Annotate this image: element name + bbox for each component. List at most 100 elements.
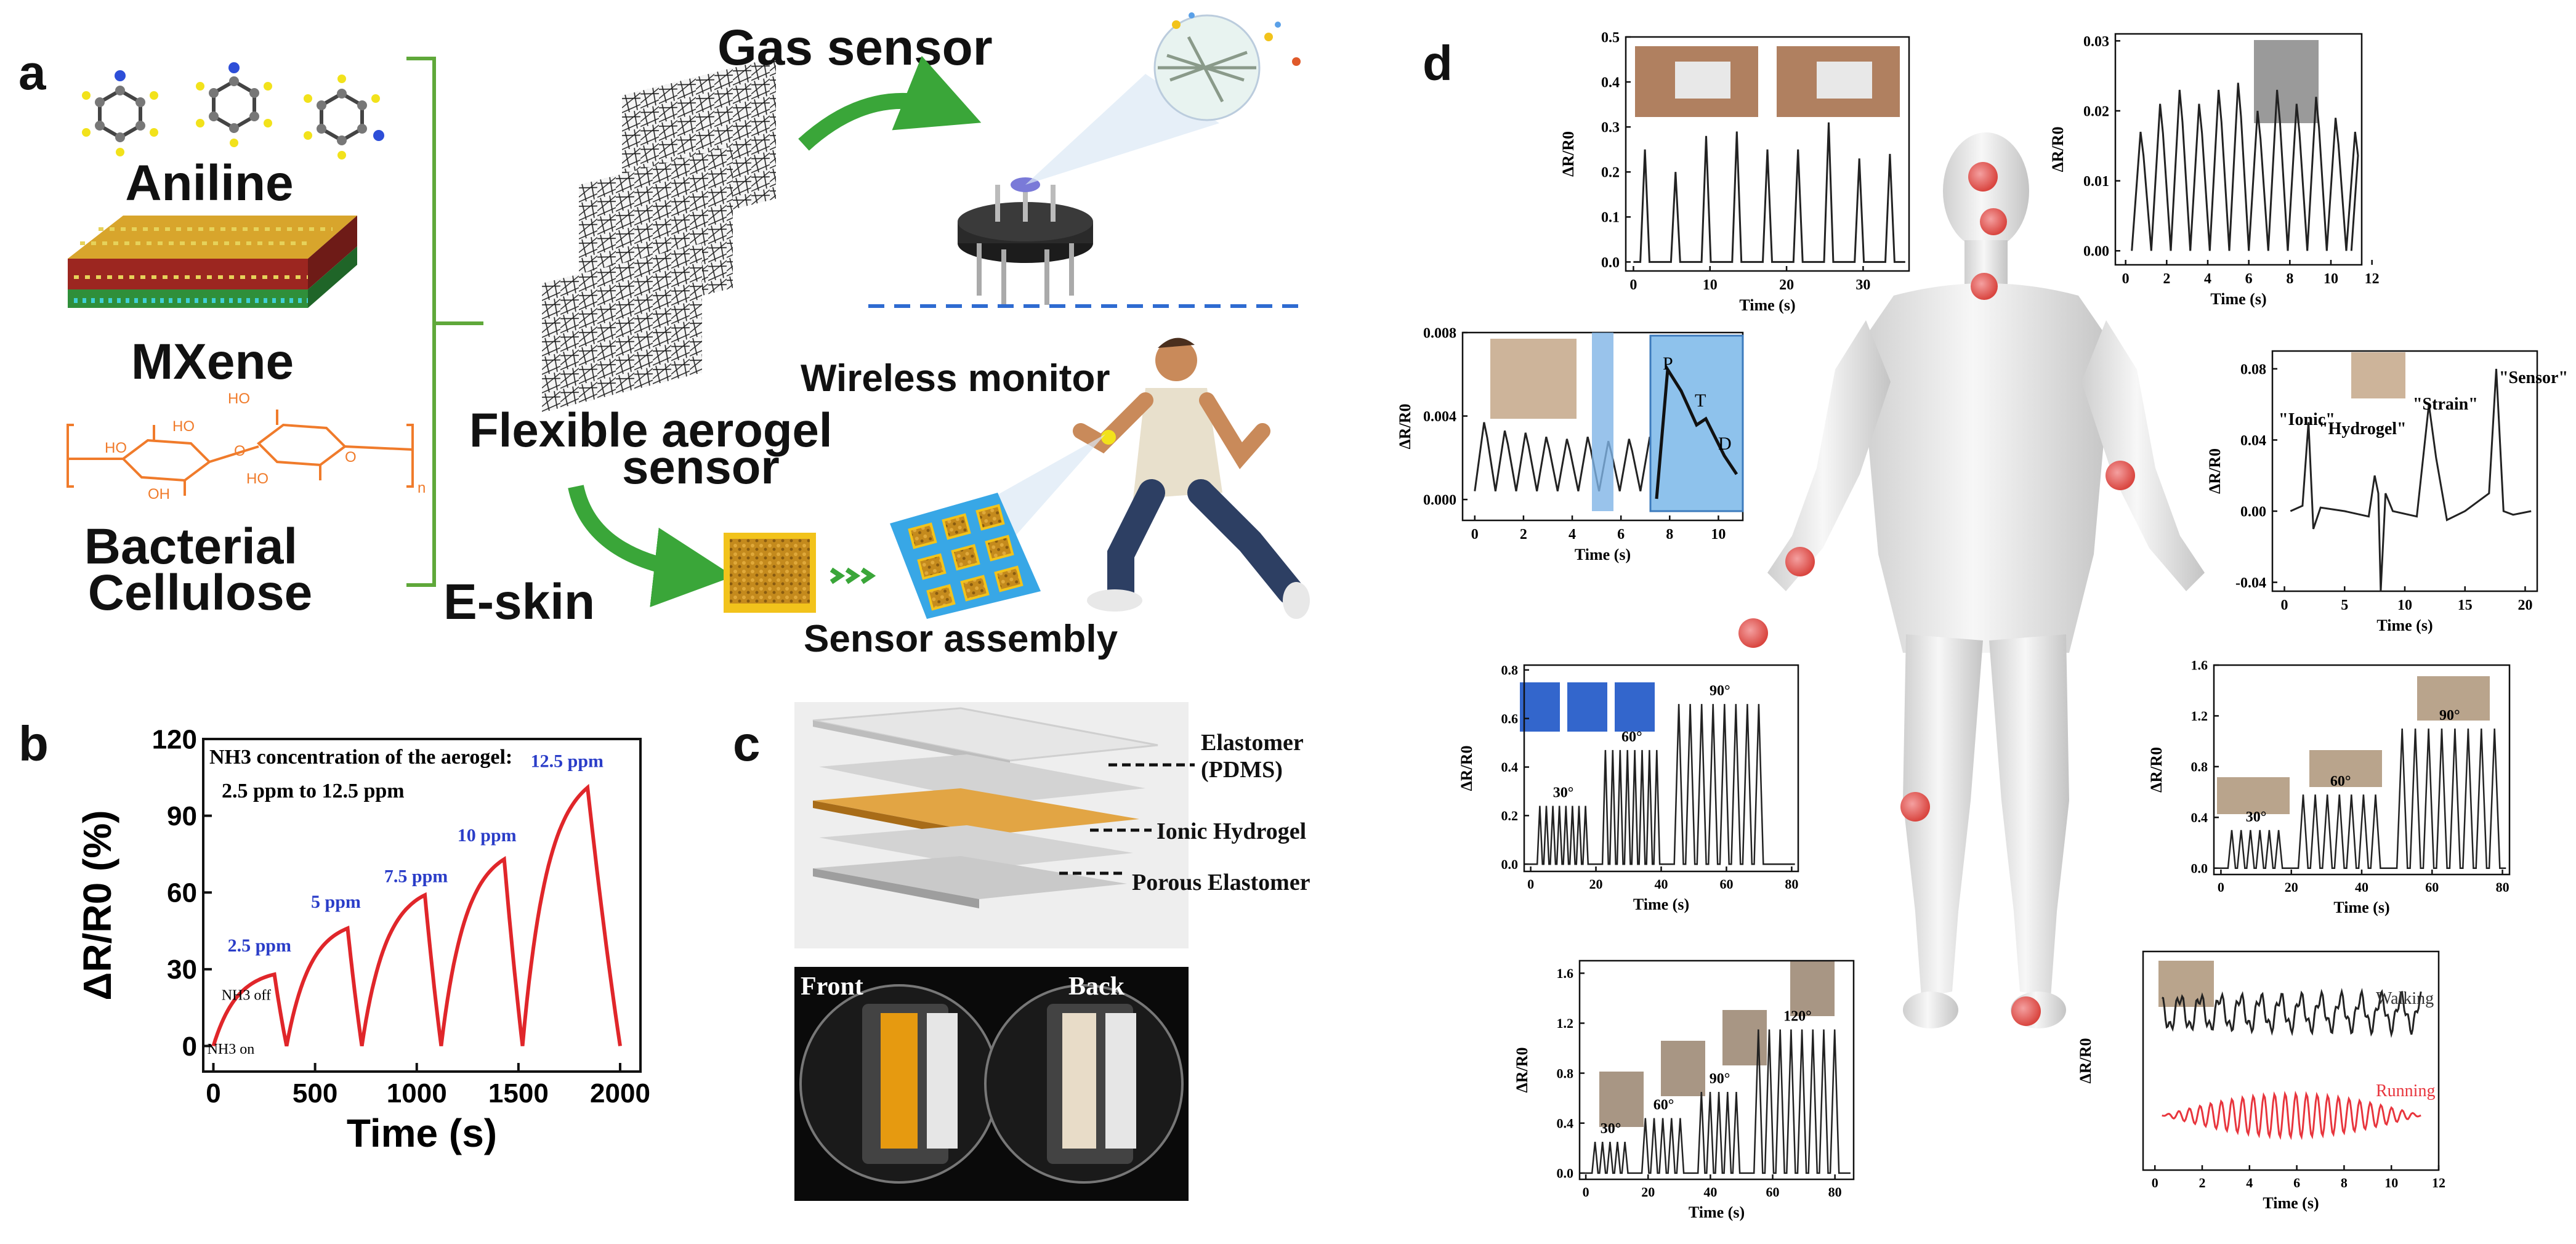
y-tick-label: 1.2 [1557,1016,1574,1031]
concentration-label: 5 ppm [311,892,361,912]
y-tick-label: 1.6 [2191,658,2208,673]
y-tick-label: 0.008 [1423,325,1456,341]
x-axis-label: Time (s) [2210,290,2266,308]
panel-c: c Elastomer (PDMS) Ionic Hydrogel Porous… [733,702,1310,1201]
y-axis-label: ΔR/R0 [2077,1038,2094,1083]
running-label: Running [2376,1081,2435,1101]
x-tick-label: 8 [2286,271,2293,287]
x-tick-label: 8 [1666,527,1673,543]
x-tick-label: 6 [2293,1175,2300,1190]
layer-label-pdms: (PDMS) [1201,757,1283,783]
x-tick-label: 10 [2324,271,2338,287]
dot-throat [1971,273,1998,300]
panel-label-d: d [1423,36,1453,91]
composition-bracket [406,57,483,587]
inset-photo-elbow [2351,352,2405,398]
x-tick-label: 0 [1471,527,1479,543]
x-tick-label: 40 [2355,879,2368,895]
concentration-label: 10 ppm [458,825,517,846]
x-tick-label: 0 [1583,1184,1589,1200]
x-tick-label: 20 [1641,1184,1655,1200]
plot-frame [2142,950,2440,1171]
x-tick-label: 12 [2432,1175,2445,1190]
speech-label-ionic: "Ionic" [2279,410,2335,429]
svg-text:HO: HO [246,471,269,487]
x-tick-label: 5 [2341,597,2348,613]
inset-photo-knee-30 [1599,1072,1644,1127]
pulse-label-t: T [1695,390,1706,411]
x-tick-label: 20 [1589,876,1603,892]
signal-line [1633,122,1905,263]
e-skin-sensor-icon [724,533,876,613]
concentration-note-1: NH3 concentration of the aerogel: [209,746,512,769]
x-tick-label: 12 [2365,271,2380,287]
x-tick-label: 20 [2285,879,2298,895]
y-tick-label: 0.02 [2083,103,2109,119]
y-axis-label: ΔR/R0 [1559,131,1577,177]
x-tick-label: 10 [2397,597,2412,613]
y-tick-label: -0.04 [2235,575,2266,591]
x-axis-label: Time (s) [1689,1203,1745,1221]
y-tick-label: 0.004 [1423,409,1456,425]
plot-frame [1625,36,1910,272]
y-tick-label: 0.01 [2083,174,2109,190]
concentration-label: 2.5 ppm [228,935,291,956]
inset-photo-arm-30 [2217,777,2290,814]
cellulose-structure-icon [67,410,414,496]
svg-text:HO: HO [228,390,250,407]
pulse-label-p: P [1663,353,1673,374]
concentration-label: 7.5 ppm [384,866,448,887]
dot-finger [1738,618,1768,648]
inset-photo-tape-2 [1817,62,1872,99]
device-photo-contents [799,984,1184,1184]
inset-photo-mask [2254,40,2319,123]
y-axis-label: ΔR/R0 (%) [75,810,119,1000]
y-tick-label: 0.8 [1501,663,1519,678]
panel-label-c: c [733,716,761,771]
inset-photo-knee-60 [1661,1041,1705,1096]
sensor-array-icon [890,493,1041,619]
angle-label: 30° [2246,809,2267,825]
x-tick-label: 15 [2458,597,2473,613]
human-body-figure [1767,132,2205,1028]
panel-a: a [18,12,1310,660]
y-tick-label: 0.00 [2083,244,2109,260]
inset-photo-arm-60 [2309,750,2382,787]
dot-wrist [1785,547,1815,576]
svg-text:HO: HO [172,418,195,435]
layer-label-elastomer: Elastomer [1201,730,1304,756]
dot-nose [1980,208,2007,235]
x-tick-label: 80 [1828,1184,1842,1200]
x-tick-label: 40 [1703,1184,1717,1200]
x-axis-label: Time (s) [2263,1194,2319,1212]
wireless-monitor-label: Wireless monitor [801,357,1110,400]
y-tick-label: 0.0 [1501,857,1519,872]
x-tick-label: 8 [2341,1175,2348,1190]
speech-label-strain: "Strain" [2413,395,2478,414]
y-tick-label: 0.04 [2240,433,2266,449]
angle-label: 90° [2439,708,2460,724]
sensor-assembly-label: Sensor assembly [804,618,1118,660]
y-tick-label: 0.4 [1601,75,1620,91]
y-axis-label: ΔR/R0 [1513,1047,1531,1093]
x-tick-label: 30 [1855,277,1870,293]
x-tick-label: 1000 [387,1078,447,1109]
x-tick-label: 4 [2204,271,2211,287]
x-tick-label: 10 [1711,527,1726,543]
aerogel-blocks-icon [542,57,776,413]
x-tick-label: 6 [1617,527,1625,543]
running-line [2162,1091,2421,1141]
aerogel-label-line2: sensor [622,440,780,494]
x-tick-label: 0 [2218,879,2224,895]
x-axis-label: Time (s) [1633,895,1689,913]
gas-sensor-label: Gas sensor [717,20,993,76]
dot-elbow [2106,461,2135,490]
